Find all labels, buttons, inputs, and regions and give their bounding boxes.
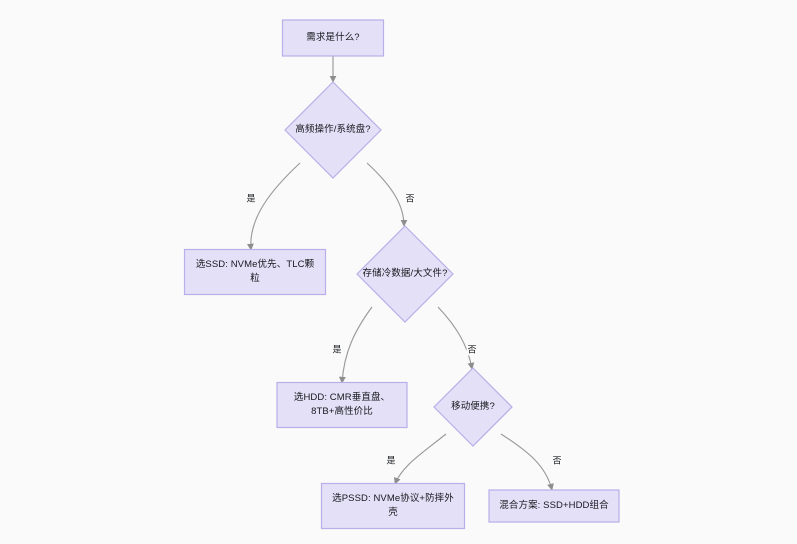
edge-label: 是 — [385, 455, 397, 467]
edges-layer — [246, 56, 554, 491]
process-node-shape[interactable] — [276, 381, 408, 429]
decision-node-shape[interactable] — [433, 367, 513, 447]
flow-edge — [366, 162, 408, 227]
flow-edge — [500, 433, 554, 491]
decision-node-shape[interactable] — [284, 81, 382, 179]
flow-edge — [338, 306, 373, 384]
process-node-shape[interactable] — [488, 489, 620, 523]
edge-label: 是 — [245, 193, 257, 205]
process-node-shape[interactable] — [320, 482, 466, 530]
process-node-shape[interactable] — [281, 19, 385, 57]
decision-node-shape[interactable] — [356, 225, 454, 323]
edge-label: 否 — [404, 193, 416, 205]
edge-label: 是 — [331, 344, 343, 356]
process-node-shape[interactable] — [183, 248, 327, 296]
nodes-layer — [183, 19, 620, 530]
edge-label: 否 — [466, 344, 478, 356]
edge-label: 否 — [551, 455, 563, 467]
flow-edge — [394, 433, 447, 485]
flow-edge — [246, 162, 301, 251]
flow-edge — [437, 306, 475, 370]
